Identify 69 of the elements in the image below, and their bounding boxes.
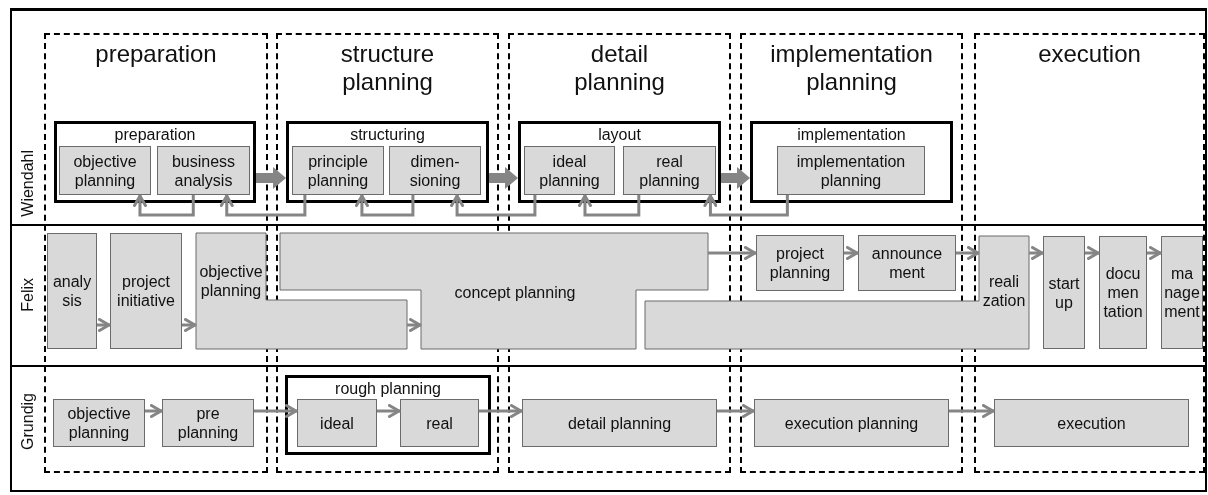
arrow xyxy=(219,194,307,217)
phase-title: preparation xyxy=(95,40,217,68)
group-box xyxy=(285,375,491,455)
process-shape xyxy=(196,233,407,349)
group-title: structuring xyxy=(350,125,425,145)
process-shape xyxy=(645,236,1029,349)
arrow xyxy=(1085,246,1100,260)
arrow xyxy=(703,194,789,217)
arrow xyxy=(577,194,641,217)
process-box: announce ment xyxy=(858,235,956,291)
lane-label: Wiendahl xyxy=(19,149,37,217)
process-box: docu men tation xyxy=(1099,236,1147,349)
shape-label: concept planning xyxy=(453,283,577,302)
process-box: objective planning xyxy=(53,399,145,447)
process-box: ma nage ment xyxy=(1161,236,1203,349)
phase-title: implementation planning xyxy=(769,40,934,96)
process-box: detail planning xyxy=(522,399,717,447)
process-shape xyxy=(280,233,708,349)
process-box: implementation planning xyxy=(777,146,925,195)
phase-title: detail planning xyxy=(573,40,666,96)
group-title: layout xyxy=(598,125,641,145)
arrow xyxy=(708,246,757,260)
arrow xyxy=(479,404,523,418)
group-title: rough planning xyxy=(335,379,441,399)
arrow xyxy=(97,318,111,332)
block-arrow xyxy=(721,167,750,189)
arrow xyxy=(145,404,163,418)
process-box: dimen- sioning xyxy=(389,146,481,195)
arrow xyxy=(956,246,980,260)
process-box: start up xyxy=(1043,236,1085,349)
process-box: real xyxy=(400,399,479,447)
phase-title: execution xyxy=(1038,40,1141,68)
arrow xyxy=(844,246,859,260)
group-box xyxy=(286,121,489,203)
process-box: execution xyxy=(994,399,1189,447)
arrow xyxy=(450,194,537,217)
process-box: execution planning xyxy=(754,399,949,447)
process-box: ideal planning xyxy=(524,146,615,195)
process-box: project initiative xyxy=(110,233,182,349)
process-box: ideal xyxy=(297,399,377,447)
group-title: preparation xyxy=(114,125,196,145)
arrow xyxy=(1147,246,1162,260)
arrow xyxy=(132,194,195,217)
arrow xyxy=(377,404,401,418)
process-box: analy sis xyxy=(47,233,97,349)
group-box xyxy=(750,121,953,203)
shape-label: objective planning xyxy=(198,262,264,300)
arrow xyxy=(354,194,415,217)
lane-label: Grundig xyxy=(19,392,37,450)
lane-label: Felix xyxy=(19,278,37,312)
process-box: pre planning xyxy=(162,399,254,447)
process-box: real planning xyxy=(623,146,716,195)
process-box: project planning xyxy=(756,235,844,291)
block-arrow xyxy=(256,167,286,189)
process-box: principle planning xyxy=(292,146,384,195)
process-box: business analysis xyxy=(157,146,250,195)
arrow xyxy=(717,404,755,418)
arrow xyxy=(182,318,197,332)
shape-label: reali zation xyxy=(981,272,1027,310)
group-box xyxy=(518,121,721,203)
group-title: implementation xyxy=(797,125,906,145)
process-box: objective planning xyxy=(59,146,151,195)
phase-title: structure planning xyxy=(339,40,436,96)
group-box xyxy=(54,121,256,203)
arrow xyxy=(254,404,298,418)
block-arrow xyxy=(489,167,518,189)
arrow xyxy=(949,404,995,418)
arrow xyxy=(1029,246,1044,260)
arrow xyxy=(407,318,422,332)
